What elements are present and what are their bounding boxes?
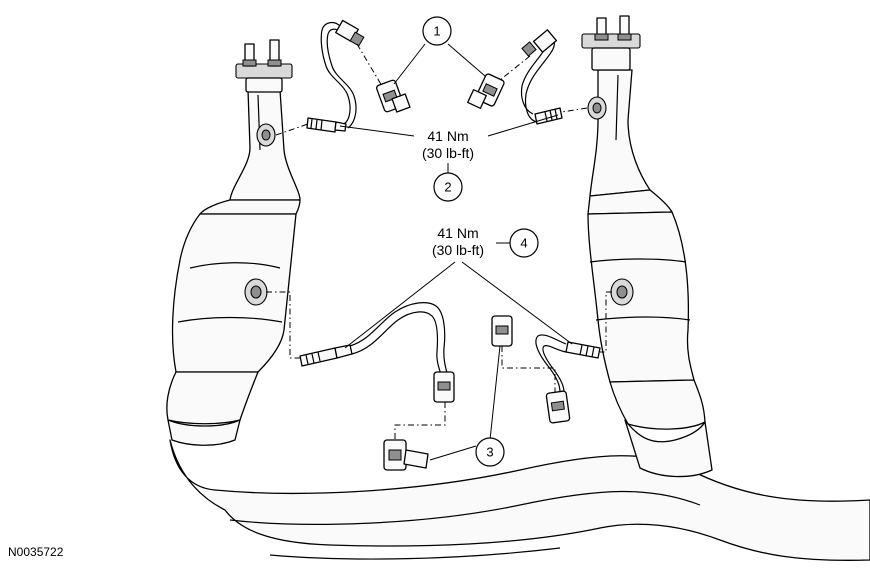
callout-3-number: 3 <box>486 445 493 460</box>
torque-downstream-leader <box>461 261 573 345</box>
left-downstream-harness-connector[interactable] <box>383 439 429 471</box>
callout-3-leader <box>489 345 501 441</box>
right-downstream-install-path <box>600 291 612 353</box>
callout-4: 4 <box>509 228 539 258</box>
right-downstream-connection-path <box>501 346 556 392</box>
exhaust-y-pipe <box>169 419 870 561</box>
left-upstream-oxygen-sensor <box>306 19 365 133</box>
callout-1-leader <box>393 43 426 85</box>
torque-upstream-leader <box>487 114 559 137</box>
right-upstream-harness-connector[interactable] <box>467 73 505 109</box>
callout-2: 2 <box>433 172 463 202</box>
right-catalytic-converter <box>587 189 706 430</box>
torque-upstream-leader <box>339 125 415 137</box>
left-upstream-harness-connector[interactable] <box>376 79 411 113</box>
torque-spec-upstream: 41 Nm (30 lb-ft) <box>422 128 474 161</box>
left-downstream-oxygen-sensor <box>299 302 455 403</box>
left-exhaust-pipe <box>229 39 301 201</box>
left-upstream-connection-path <box>356 43 383 87</box>
left-downstream-install-path <box>266 291 300 359</box>
callout-2-number: 2 <box>444 180 451 195</box>
left-catalytic-converter <box>166 199 301 446</box>
callout-3: 3 <box>475 437 505 467</box>
torque-spec-downstream: 41 Nm (30 lb-ft) <box>432 225 484 258</box>
callout-4-number: 4 <box>520 236 527 251</box>
right-downstream-oxygen-sensor <box>535 334 601 424</box>
right-exhaust-pipe <box>581 15 651 197</box>
right-downstream-harness-connector[interactable] <box>491 315 513 347</box>
right-upstream-connection-path <box>499 55 531 81</box>
callout-1: 1 <box>422 16 452 46</box>
figure-id: N0035722 <box>8 545 64 559</box>
callout-1-leader <box>447 43 486 77</box>
torque-upstream-metric: 41 Nm <box>427 128 468 144</box>
torque-downstream-imperial: (30 lb-ft) <box>432 242 484 258</box>
right-upstream-oxygen-sensor <box>520 29 563 125</box>
callout-1-number: 1 <box>433 24 440 39</box>
torque-upstream-imperial: (30 lb-ft) <box>422 145 474 161</box>
torque-downstream-leader <box>344 261 456 349</box>
torque-downstream-metric: 41 Nm <box>437 225 478 241</box>
callout-3-leader <box>429 445 477 461</box>
right-upstream-install-path <box>561 107 588 113</box>
left-upstream-install-path <box>275 123 309 136</box>
right-upstream-sensor-connector[interactable] <box>532 29 558 53</box>
left-downstream-connection-path <box>394 402 446 440</box>
